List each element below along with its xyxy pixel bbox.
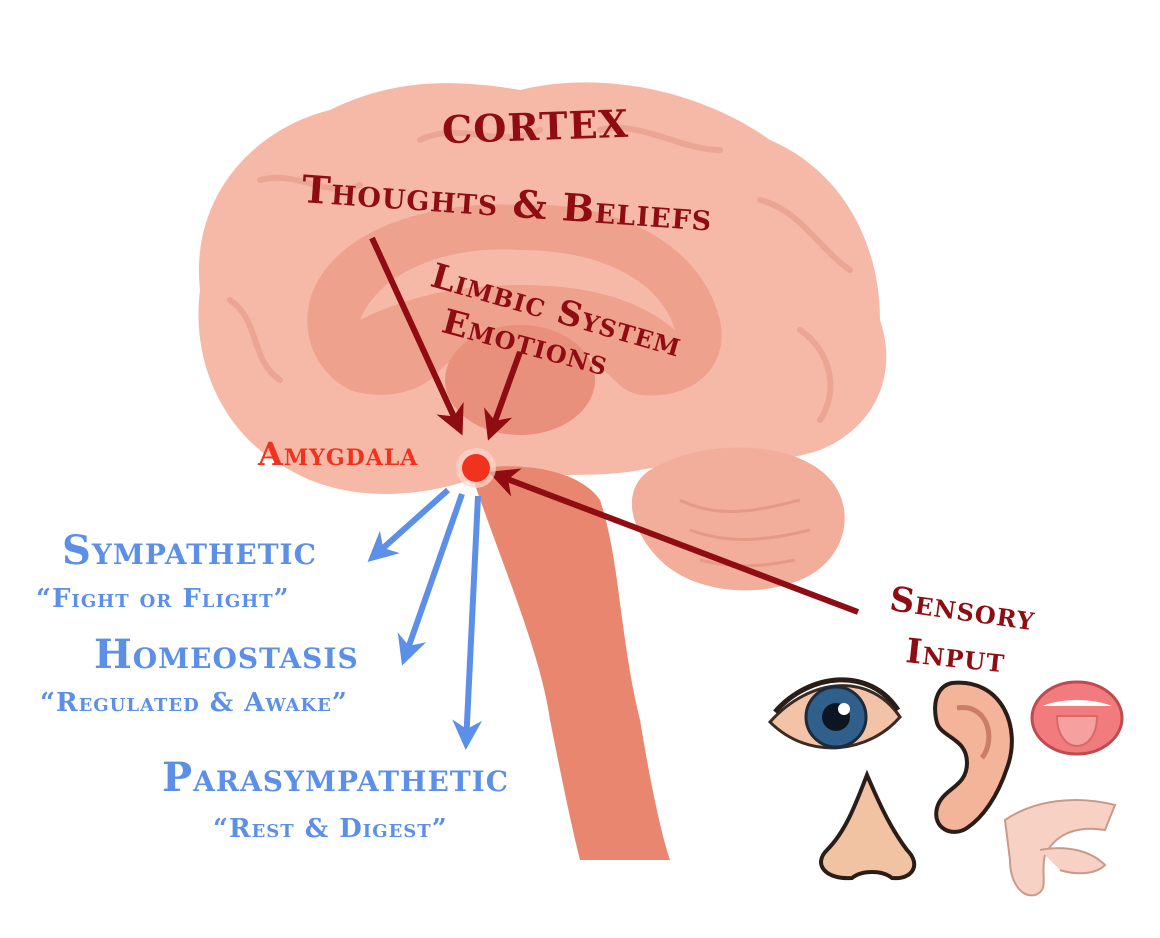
eye-icon — [767, 677, 902, 750]
cortex-title: CORTEX — [441, 100, 630, 153]
arrow-to-homeostasis — [397, 493, 465, 666]
brainstem — [470, 466, 670, 860]
parasympathetic-subtitle: “Rest & Digest” — [213, 814, 448, 844]
arrow-cortex-to-amygdala — [369, 236, 464, 436]
sympathetic-subtitle: “Fight or Flight” — [36, 584, 290, 614]
hand-touch-icon — [1003, 799, 1117, 897]
sensory-input-line2: Input — [903, 631, 1008, 682]
arrow-limbic-to-amygdala — [484, 350, 523, 441]
corpus-callosum — [360, 249, 675, 330]
arrow-to-parasympathetic — [452, 495, 483, 750]
brain-icon — [198, 82, 887, 860]
cingulate-band — [307, 204, 722, 396]
homeostasis-title: Homeostasis — [94, 631, 359, 678]
amygdala-label: Amygdala — [258, 435, 419, 473]
arrow-sensory-to-amygdala — [488, 468, 860, 615]
ear-icon — [933, 680, 1014, 834]
parasympathetic-title: Parasympathetic — [162, 754, 510, 801]
arrow-to-sympathetic — [367, 487, 451, 563]
homeostasis-subtitle: “Regulated & Awake” — [40, 688, 348, 718]
cerebellum — [631, 447, 845, 591]
thalamus — [445, 325, 595, 435]
sympathetic-title: Sympathetic — [62, 527, 317, 574]
mouth-tongue-icon — [1030, 680, 1124, 756]
gyri-lines — [227, 125, 853, 423]
nose-icon — [819, 769, 917, 881]
amygdala-dot-core — [462, 454, 490, 482]
